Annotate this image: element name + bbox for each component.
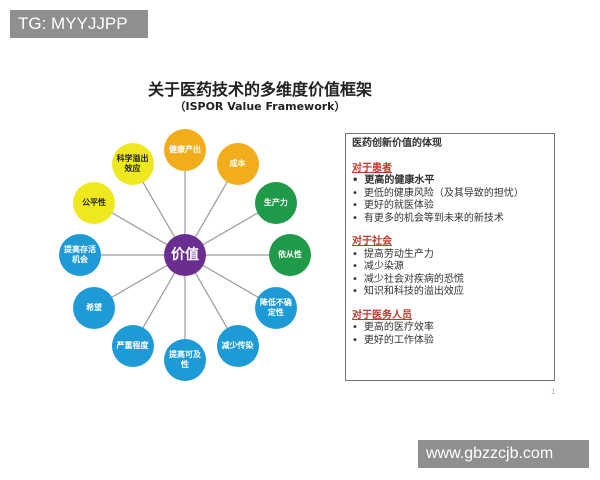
- watermark-bottom-right: www.gbzzcjb.com: [418, 440, 589, 468]
- value-node: 降低不确定性: [254, 286, 297, 329]
- section-title-patients: 对于患者: [352, 162, 392, 174]
- watermark-top-left: TG: MYYJJPP: [10, 10, 148, 38]
- list-item: 更低的健康风险（及其导致的担忧）: [352, 188, 548, 201]
- value-node: 提高可及性: [164, 339, 206, 381]
- center-value-node: 价值: [164, 234, 206, 276]
- value-node: 科学溢出效应: [111, 143, 154, 186]
- innovation-value-panel: 医药创新价值的体现 对于患者 更高的健康水平 更低的健康风险（及其导致的担忧） …: [345, 133, 555, 381]
- value-node: 提高存活机会: [59, 234, 101, 276]
- value-node: 严重程度: [111, 324, 154, 367]
- list-item: 更好的工作体验: [352, 335, 548, 348]
- value-node: 希望: [73, 286, 116, 329]
- section-title-medical-staff: 对于医务人员: [352, 309, 412, 321]
- value-node: 成本: [216, 143, 259, 186]
- section-title-society: 对于社会: [352, 236, 392, 247]
- list-item: 知识和科技的溢出效应: [352, 286, 548, 299]
- list-item: 更好的就医体验: [352, 200, 548, 213]
- page-number: 1: [551, 388, 556, 396]
- list-item: 更高的健康水平: [352, 175, 548, 188]
- diagram-title: 关于医药技术的多维度价值框架: [147, 80, 372, 99]
- list-item: 有更多的机会等到未来的新技术: [352, 213, 548, 226]
- value-node: 健康产出: [164, 129, 206, 171]
- value-node: 依从性: [269, 234, 311, 276]
- panel-heading: 医药创新价值的体现: [352, 138, 442, 149]
- list-item: 减少社会对疾病的恐慌: [352, 274, 548, 287]
- value-node: 公平性: [73, 181, 116, 224]
- value-node: 减少传染: [216, 324, 259, 367]
- list-item: 更高的医疗效率: [352, 322, 548, 335]
- list-item: 减少染源: [352, 261, 548, 274]
- value-node: 生产力: [254, 181, 297, 224]
- list-item: 提高劳动生产力: [352, 249, 548, 262]
- diagram-subtitle: （ISPOR Value Framework）: [174, 100, 346, 113]
